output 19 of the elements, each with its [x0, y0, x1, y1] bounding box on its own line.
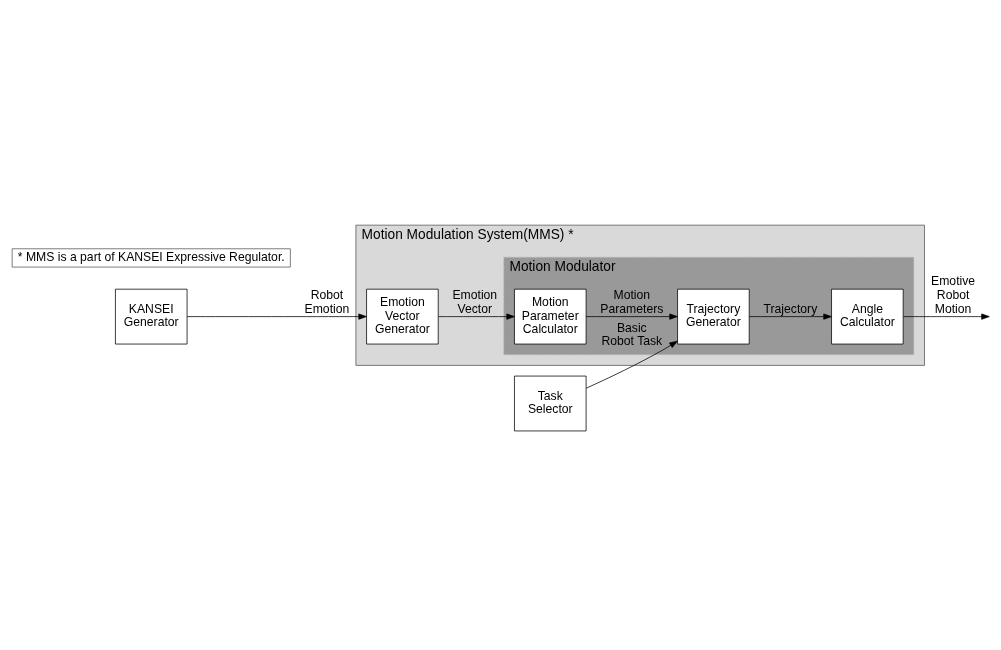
- arrow: [585, 313, 678, 320]
- edge-label: Emotive Robot Motion: [930, 274, 975, 316]
- node-box: KANSEI Generator: [114, 288, 187, 345]
- edge-label: Emotion Vector: [451, 287, 497, 316]
- node-box: Angle Calculator: [830, 288, 904, 345]
- node-box: Task Selector: [513, 375, 586, 432]
- arrow: [186, 313, 367, 320]
- arrow: [585, 340, 678, 389]
- edge-label: Basic Robot Task: [600, 320, 662, 349]
- node-box: Emotion Vector Generator: [365, 288, 439, 345]
- node-box: Motion Parameter Calculator: [513, 288, 586, 345]
- node-box: * MMS is a part of KANSEI Expressive Regulator.: [11, 248, 291, 268]
- arrow: [748, 313, 832, 320]
- arrow: [902, 313, 990, 320]
- node-box: Trajectory Generator: [676, 288, 750, 345]
- edge-label: Robot Emotion: [304, 287, 349, 316]
- edge-label: Trajectory: [763, 301, 817, 316]
- arrow: [437, 313, 515, 320]
- edge-label: Motion Parameters: [599, 287, 663, 316]
